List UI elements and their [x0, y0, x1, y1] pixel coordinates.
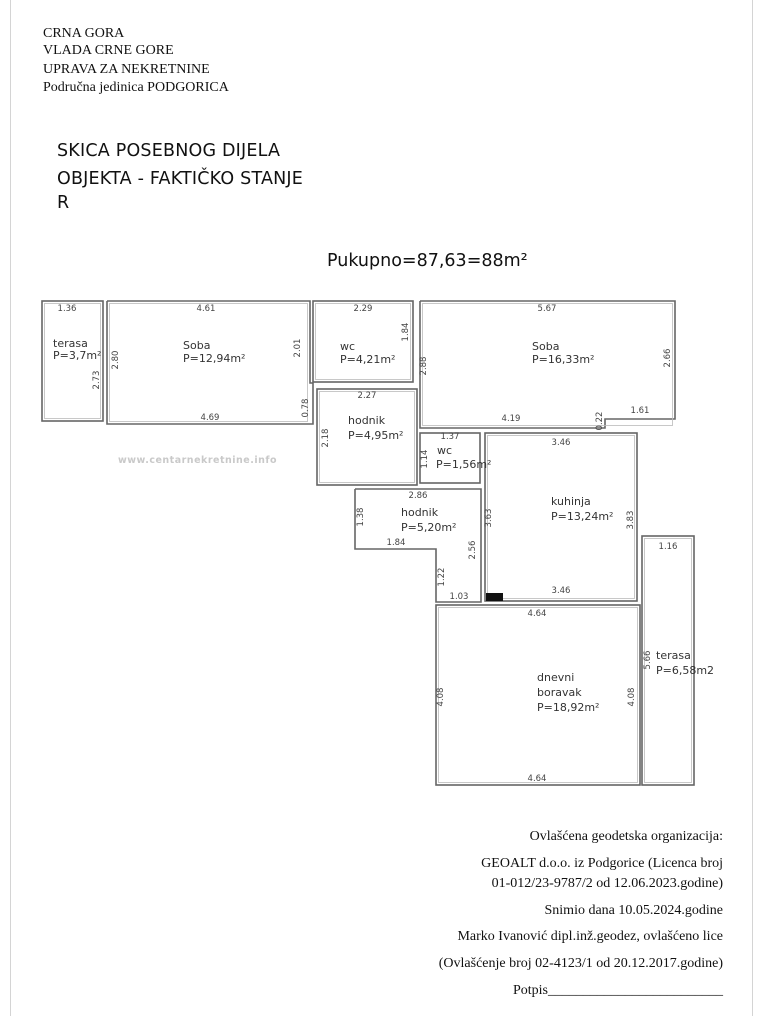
room-name: terasa — [656, 649, 691, 662]
dimension-label: 1.22 — [437, 567, 447, 587]
title-line: R — [57, 193, 70, 213]
dimension-label: 2.80 — [111, 350, 121, 370]
dimension-label: 2.01 — [293, 338, 303, 358]
wall-hodnik-1 — [316, 388, 418, 486]
wall-soba-1 — [106, 300, 314, 425]
company-line: GEOALT d.o.o. iz Podgorice (Licenca broj — [481, 856, 723, 871]
title-line: SKICA POSEBNOG DIJELA — [57, 141, 281, 161]
dimension-label: 0.22 — [595, 411, 605, 431]
dimension-label: 5.66 — [643, 650, 653, 670]
dimension-label: 1.03 — [449, 592, 469, 602]
dimension-label: 1.84 — [401, 322, 411, 342]
room-area: P=1,56m² — [436, 458, 492, 471]
dimension-label: 1.16 — [658, 542, 678, 552]
dimension-label: 4.08 — [627, 687, 637, 707]
room-name: Soba — [532, 340, 560, 353]
dimension-label: 4.19 — [501, 414, 521, 424]
dimension-label: 1.14 — [420, 449, 430, 469]
room-area: P=4,21m² — [340, 353, 396, 366]
wall-terasa-1 — [41, 300, 104, 422]
dimension-label: 3.83 — [626, 510, 636, 530]
header-line: UPRAVA ZA NEKRETNINE — [43, 62, 210, 77]
room-name: hodnik — [401, 506, 439, 519]
dimension-label: 2.73 — [92, 370, 102, 390]
wall-dnevni-boravak — [435, 604, 641, 786]
dimension-label: 1.38 — [356, 507, 366, 527]
room-name: terasa — [53, 337, 88, 350]
room-area: P=18,92m² — [537, 701, 600, 714]
header-line: Područna jedinica PODGORICA — [43, 80, 229, 95]
survey-date: Snimio dana 10.05.2024.godine — [544, 903, 724, 918]
dimension-label: 3.46 — [551, 438, 571, 448]
dimension-label: 4.61 — [196, 304, 216, 314]
total-area: Pukupno=87,63=88m² — [327, 251, 528, 271]
room-name: kuhinja — [551, 495, 591, 508]
page-edge-right — [752, 0, 753, 1016]
org-label: Ovlašćena geodetska organizacija: — [529, 829, 723, 844]
dimension-label: 2.27 — [357, 391, 377, 401]
wall-wc-1 — [312, 300, 414, 383]
wall-terasa-2 — [641, 535, 695, 786]
dimension-label: 4.64 — [527, 774, 547, 784]
dimension-label: 2.66 — [663, 348, 673, 368]
dimension-label: 2.88 — [419, 356, 429, 376]
dimension-label: 5.67 — [537, 304, 557, 314]
dimension-label: 1.36 — [57, 304, 77, 314]
surveyor-name: Marko Ivanović dipl.inž.geodez, ovlašćen… — [457, 929, 723, 944]
stair-marker — [486, 593, 503, 601]
watermark: www.centarnekretnine.info — [118, 455, 278, 466]
dimension-label: 4.08 — [436, 687, 446, 707]
room-name-line2: boravak — [537, 686, 582, 699]
dimension-label: 3.46 — [551, 586, 571, 596]
wall-soba-2 — [419, 300, 676, 429]
dimension-label: 3.63 — [484, 508, 494, 528]
header-line: CRNA GORA — [43, 26, 125, 41]
page-edge-left — [10, 0, 11, 1016]
room-name: wc — [340, 340, 356, 353]
title-line: OBJEKTA - FAKTIČKO STANJE — [57, 169, 304, 189]
dimension-label: 1.61 — [630, 406, 650, 416]
wall-hodnik-2 — [354, 488, 482, 603]
dimension-label: 2.18 — [321, 428, 331, 448]
room-area: P=12,94m² — [183, 352, 246, 365]
wall-kuhinja — [484, 432, 638, 602]
room-name: hodnik — [348, 414, 386, 427]
room-area: P=13,24m² — [551, 510, 614, 523]
dimension-label: 1.37 — [440, 432, 460, 442]
signature-line: Potpis_________________________ — [512, 983, 723, 998]
room-area: P=3,7m² — [53, 349, 102, 362]
room-area: P=4,95m² — [348, 429, 404, 442]
dimension-label: 1.84 — [386, 538, 406, 548]
dimension-label: 4.69 — [200, 413, 220, 423]
header-line: VLADA CRNE GORE — [43, 43, 174, 58]
dimension-label: 2.56 — [468, 540, 478, 560]
company-line: 01-012/23-9787/2 od 12.06.2023.godine) — [491, 876, 723, 891]
wall-wc-2 — [419, 432, 481, 484]
room-name: Soba — [183, 339, 211, 352]
room-area: P=16,33m² — [532, 353, 595, 366]
dimension-label: 0.78 — [301, 398, 311, 418]
room-name: wc — [437, 444, 453, 457]
room-area: P=5,20m² — [401, 521, 457, 534]
room-name: dnevni — [537, 671, 575, 684]
dimension-label: 2.29 — [353, 304, 373, 314]
room-area: P=6,58m2 — [656, 664, 715, 677]
dimension-label: 2.86 — [408, 491, 428, 501]
authorization: (Ovlašćenje broj 02-4123/1 od 20.12.2017… — [438, 956, 723, 971]
dimension-label: 4.64 — [527, 609, 547, 619]
